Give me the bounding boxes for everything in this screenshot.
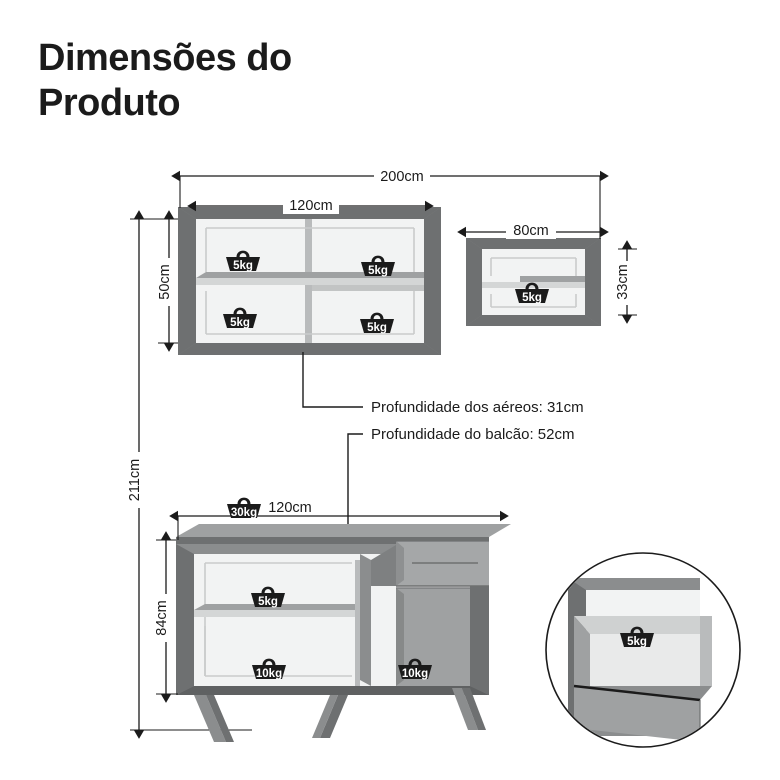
dimension-upper-left-width: 120cm (187, 196, 434, 214)
weight-label: 10kg (402, 668, 428, 680)
page-title-line2: Produto (38, 81, 181, 124)
weight-label: 30kg (231, 507, 257, 519)
label-upper-right-height: 33cm (615, 264, 631, 299)
label-counter-width: 120cm (268, 500, 312, 516)
dimension-counter-width: 120cm (169, 497, 509, 540)
weight-label: 5kg (233, 260, 253, 272)
dimension-upper-left-height: 50cm (157, 210, 178, 352)
weight-label: 5kg (522, 292, 542, 304)
weight-badge-upper-left-top-right: 5kg (361, 255, 395, 277)
weight-label: 5kg (368, 265, 388, 277)
weight-label: 5kg (258, 596, 278, 608)
label-upper-left-height: 50cm (157, 264, 173, 299)
label-depth-counter: Profundidade do balcão: 52cm (371, 426, 574, 443)
page-title: Dimensões do Produto (38, 36, 458, 126)
weight-label: 5kg (230, 317, 250, 329)
label-upper-left-width: 120cm (289, 198, 333, 214)
dimension-total-width: 200cm (171, 167, 609, 239)
callout-depth-counter: Profundidade do balcão: 52cm (347, 426, 574, 527)
weight-label: 5kg (367, 322, 387, 334)
weight-label: 5kg (627, 636, 647, 648)
dimension-upper-right-width: 80cm (457, 221, 609, 239)
dimension-counter-height: 84cm (154, 531, 178, 703)
weight-badge-upper-left-bottom-right: 5kg (360, 312, 394, 334)
weight-badge-drawer-detail: 5kg (620, 626, 654, 648)
dimension-total-height: 211cm (127, 210, 252, 739)
label-upper-right-width: 80cm (513, 223, 548, 239)
page-title-line1: Dimensões do (38, 37, 292, 79)
weight-badge-upper-left-bottom-left: 5kg (223, 307, 257, 329)
label-total-height: 211cm (127, 459, 143, 501)
weight-badge-upper-right: 5kg (515, 282, 549, 304)
label-depth-uppers: Profundidade dos aéreos: 31cm (371, 399, 584, 416)
drawer-detail-inset (545, 552, 741, 748)
weight-badge-counter-top: 30kg (227, 497, 261, 519)
label-total-width: 200cm (380, 169, 424, 185)
weight-badge-upper-left-top-left: 5kg (226, 250, 260, 272)
counter-cabinet (176, 524, 511, 742)
upper-right-cabinet (466, 238, 601, 326)
dimension-upper-right-height: 33cm (615, 240, 637, 324)
weight-badge-counter-shelf: 5kg (251, 586, 285, 608)
callout-depth-uppers: Profundidade dos aéreos: 31cm (302, 352, 584, 416)
upper-left-cabinet (178, 207, 441, 355)
weight-label: 10kg (256, 668, 282, 680)
label-counter-height: 84cm (154, 600, 170, 635)
weight-badge-counter-bottom-left: 10kg (252, 658, 286, 680)
weight-badge-counter-bottom-right: 10kg (398, 658, 432, 680)
